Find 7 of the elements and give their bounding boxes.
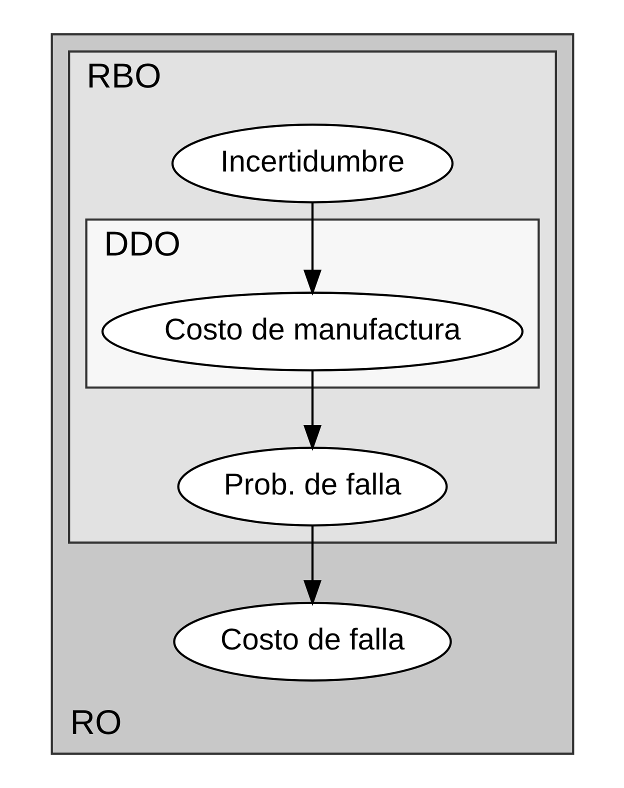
arrow xyxy=(302,526,322,606)
arrow xyxy=(302,202,322,296)
node-ellipse: Prob. de falla xyxy=(176,446,448,526)
arrow xyxy=(302,370,322,451)
node-ellipse: Costo de falla xyxy=(172,602,452,682)
node-ellipse: Costo de manufactura xyxy=(100,292,524,372)
node-ellipse: Incertidumbre xyxy=(170,124,454,204)
